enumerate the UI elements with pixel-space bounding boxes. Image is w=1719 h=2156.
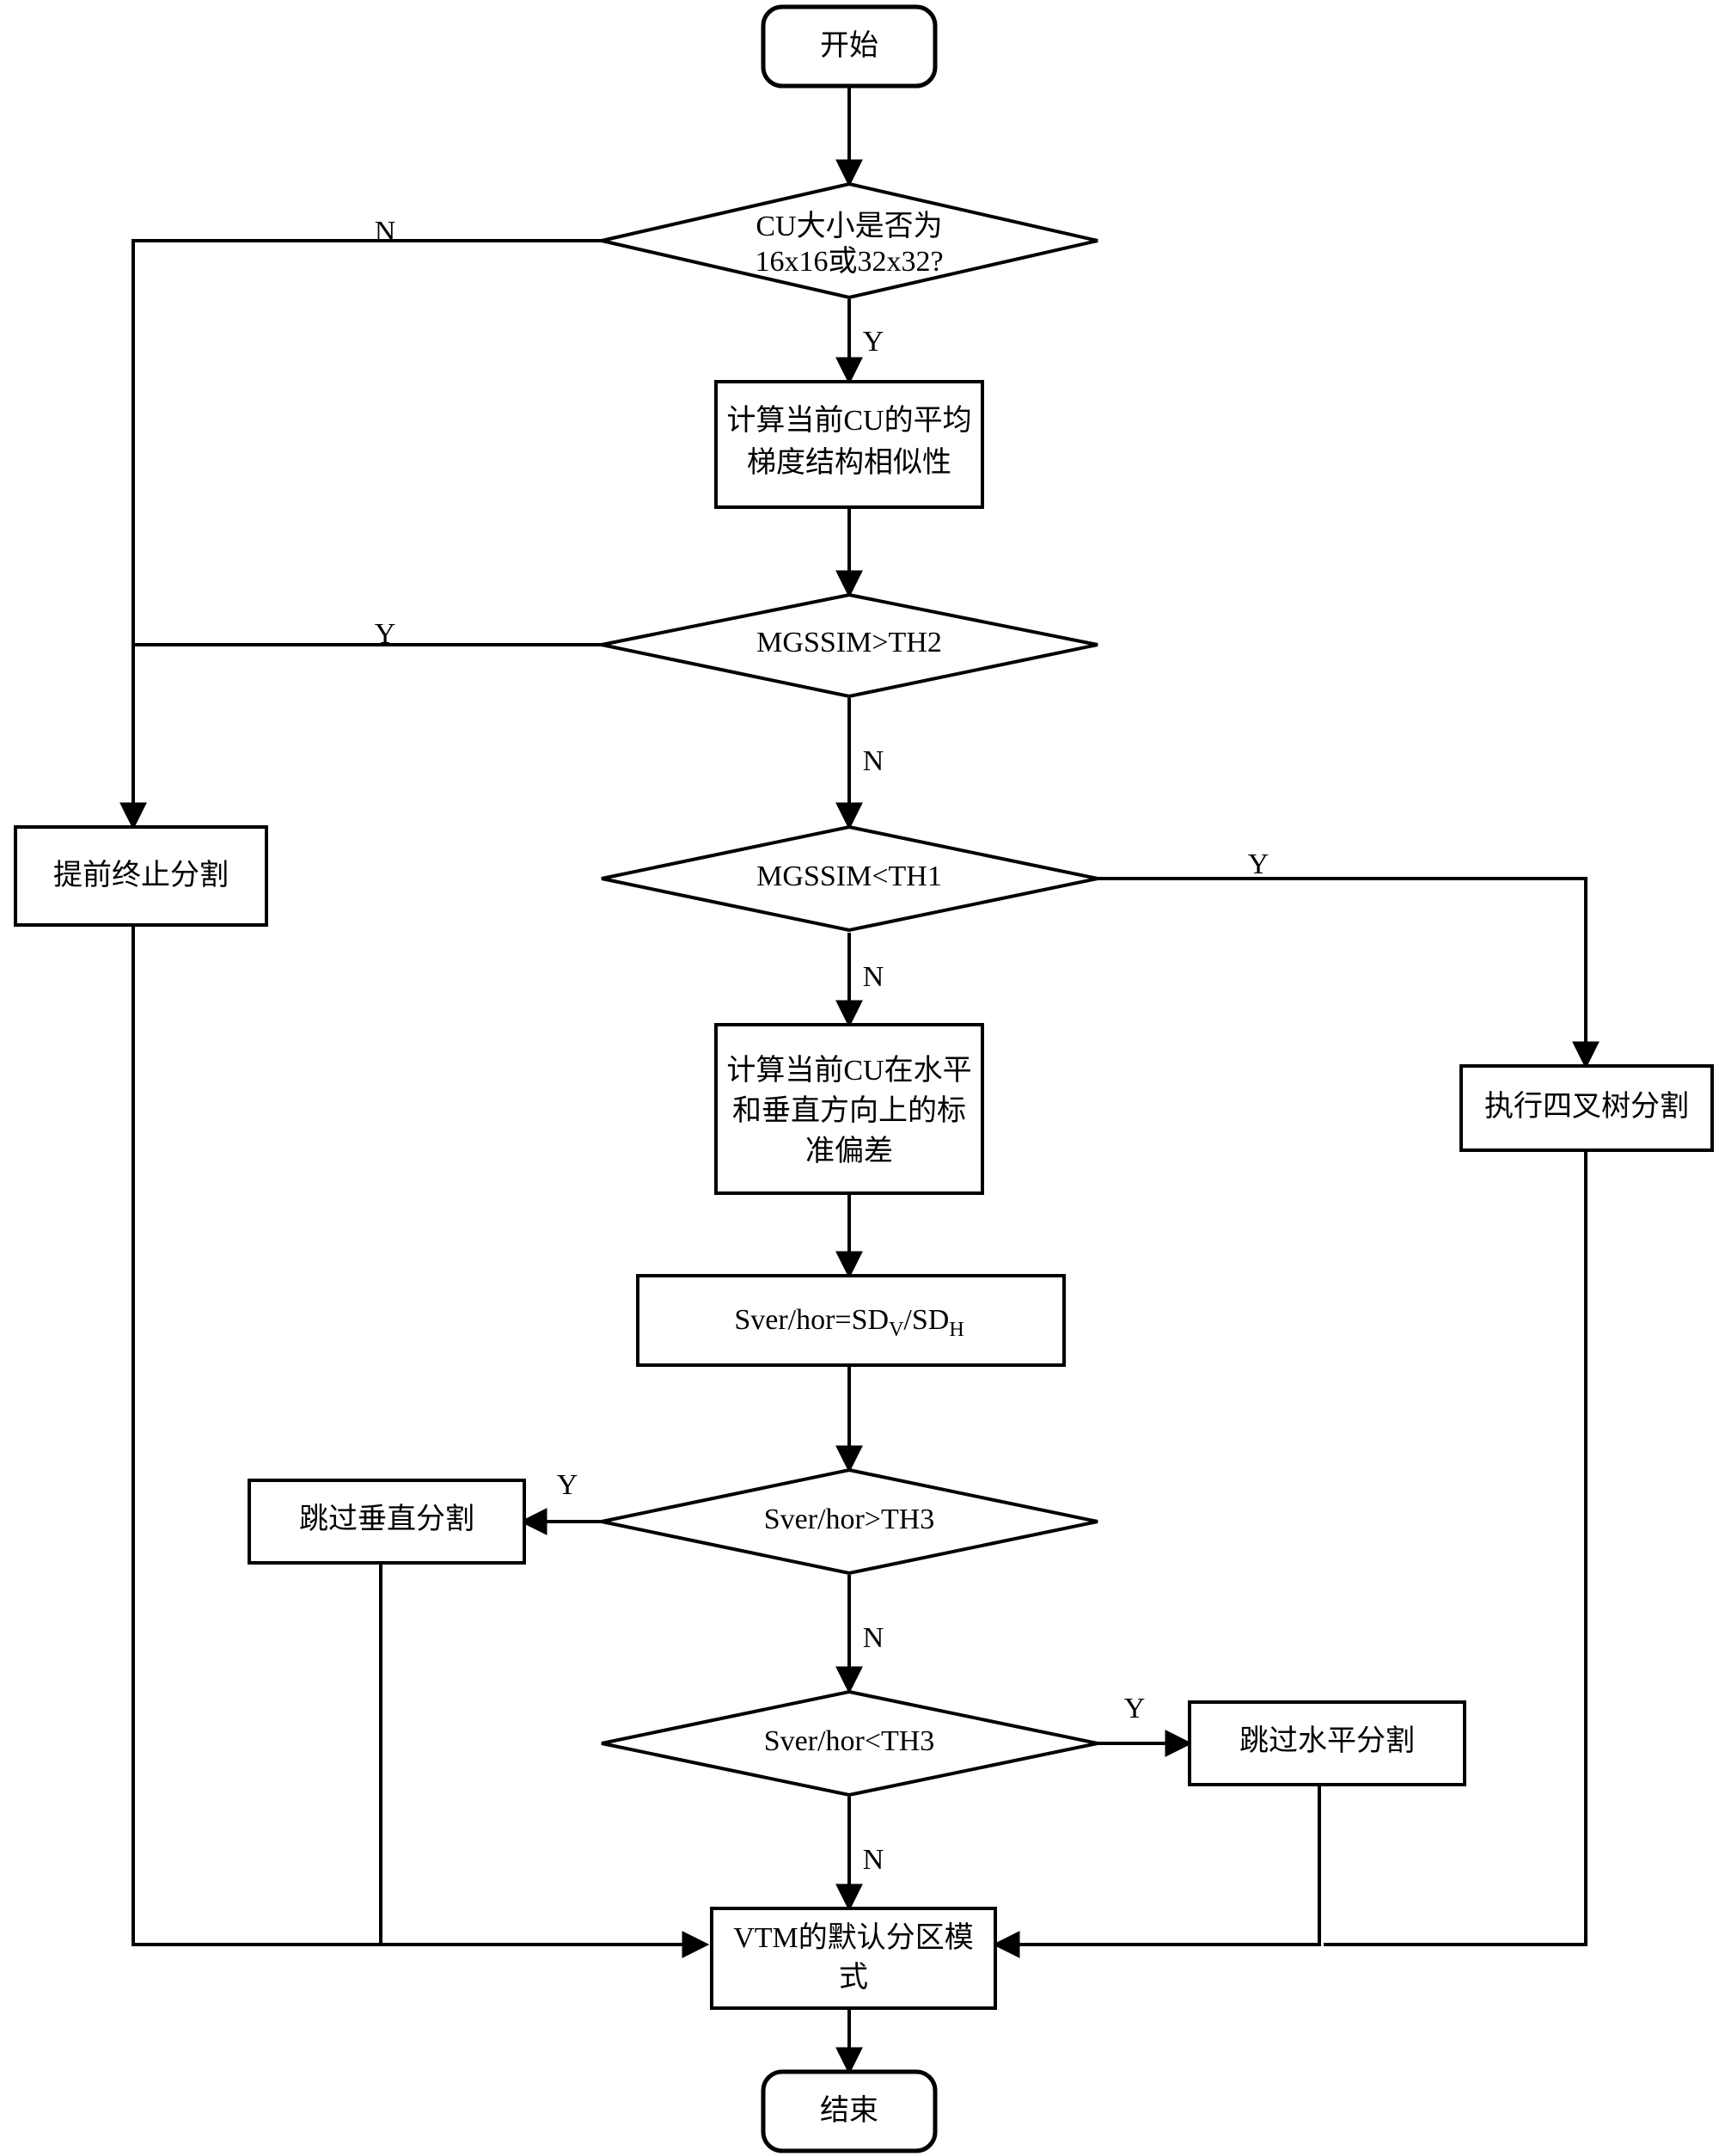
skip-vertical-label: 跳过垂直分割 [299, 1503, 474, 1535]
cu-size-label-line2: 16x16或32x32? [755, 245, 943, 278]
quadtree-split-label: 执行四叉树分割 [1484, 1090, 1689, 1123]
label-cu-size-yes: Y [863, 326, 884, 358]
edge-th1-yes-to-quadtree [1098, 877, 1600, 1069]
label-th2-yes: Y [375, 618, 396, 650]
edge-cu-size-no-to-early-terminate [119, 239, 602, 830]
cu-size-shape [601, 181, 1098, 300]
label-th2-no: N [863, 745, 884, 777]
mgssim-th2-label: MGSSIM>TH2 [756, 627, 942, 658]
label-sver-lt-yes: Y [1124, 1693, 1146, 1724]
sver-formula-mid: /SD [903, 1304, 949, 1336]
node-skip-horizontal[interactable]: 跳过水平分割 [1188, 1700, 1466, 1786]
calc-mgssim-label-line2: 梯度结构相似性 [747, 446, 951, 479]
node-vtm-default[interactable]: VTM的默认分区模 式 [710, 1907, 997, 2010]
vtm-default-shape [710, 1907, 997, 2010]
label-sver-gt-yes: Y [557, 1469, 578, 1501]
calc-sd-label-line2: 和垂直方向上的标 [732, 1094, 966, 1127]
node-start[interactable]: 开始 [761, 4, 938, 89]
label-cu-size-no: N [375, 216, 396, 248]
mgssim-th2-shape [601, 592, 1098, 699]
edge-quadtree-to-vtm [1324, 1150, 1587, 1946]
sver-gt-th3-shape [601, 1467, 1098, 1576]
label-th1-no: N [863, 961, 884, 993]
node-decision-cu-size[interactable]: CU大小是否为 16x16或32x32? [601, 181, 1098, 300]
node-early-terminate[interactable]: 提前终止分割 [14, 825, 268, 927]
label-th1-yes: Y [1248, 848, 1269, 880]
calc-sd-label-line3: 准偏差 [805, 1135, 893, 1167]
mgssim-th1-label: MGSSIM<TH1 [756, 861, 942, 892]
vtm-default-label-line2: 式 [839, 1962, 868, 1994]
sver-gt-th3-label: Sver/hor>TH3 [764, 1504, 935, 1535]
mgssim-th1-shape [601, 824, 1098, 933]
sver-formula-prefix: Sver/hor=SD [734, 1304, 889, 1336]
node-calc-sd[interactable]: 计算当前CU在水平 和垂直方向上的标 准偏差 [714, 1023, 984, 1195]
skip-horizontal-shape [1188, 1700, 1466, 1786]
calc-mgssim-shape [714, 380, 984, 509]
label-sver-gt-no: N [863, 1622, 884, 1654]
start-shape [761, 4, 938, 89]
early-terminate-label: 提前终止分割 [53, 859, 229, 891]
node-end[interactable]: 结束 [761, 2069, 938, 2153]
early-terminate-shape [14, 825, 268, 927]
end-shape [761, 2069, 938, 2153]
calc-sd-shape [714, 1023, 984, 1195]
edge-early-terminate-to-vtm [132, 926, 710, 1958]
node-decision-sver-lt-th3[interactable]: Sver/hor<TH3 [601, 1689, 1098, 1798]
calc-sd-label-line1: 计算当前CU在水平 [726, 1054, 971, 1087]
vtm-default-label-line1: VTM的默认分区模 [733, 1921, 974, 1954]
quadtree-split-shape [1459, 1064, 1714, 1152]
calc-mgssim-label-line1: 计算当前CU的平均 [726, 404, 971, 437]
sver-formula-sub1: V [889, 1319, 904, 1341]
node-decision-mgssim-th2[interactable]: MGSSIM>TH2 [601, 592, 1098, 699]
sver-formula-label: Sver/hor=SDV/SDH [734, 1304, 963, 1341]
sver-formula-shape [636, 1274, 1066, 1367]
edge-skip-horizontal-to-vtm [992, 1786, 1321, 1958]
node-decision-mgssim-th1[interactable]: MGSSIM<TH1 [601, 824, 1098, 933]
skip-horizontal-label: 跳过水平分割 [1239, 1724, 1415, 1757]
skip-vertical-shape [248, 1479, 526, 1565]
sver-formula-sub2: H [949, 1319, 963, 1341]
node-calc-mgssim[interactable]: 计算当前CU的平均 梯度结构相似性 [714, 380, 984, 509]
sver-lt-th3-label: Sver/hor<TH3 [764, 1725, 935, 1757]
node-quadtree-split[interactable]: 执行四叉树分割 [1459, 1064, 1714, 1152]
end-label: 结束 [820, 2094, 878, 2127]
cu-size-label-line1: CU大小是否为 [756, 210, 942, 242]
sver-lt-th3-shape [601, 1689, 1098, 1798]
node-decision-sver-gt-th3[interactable]: Sver/hor>TH3 [601, 1467, 1098, 1576]
node-skip-vertical[interactable]: 跳过垂直分割 [248, 1479, 526, 1565]
start-label: 开始 [820, 29, 878, 62]
label-sver-lt-no: N [863, 1844, 884, 1876]
node-sver-formula[interactable]: Sver/hor=SDV/SDH [636, 1274, 1066, 1367]
